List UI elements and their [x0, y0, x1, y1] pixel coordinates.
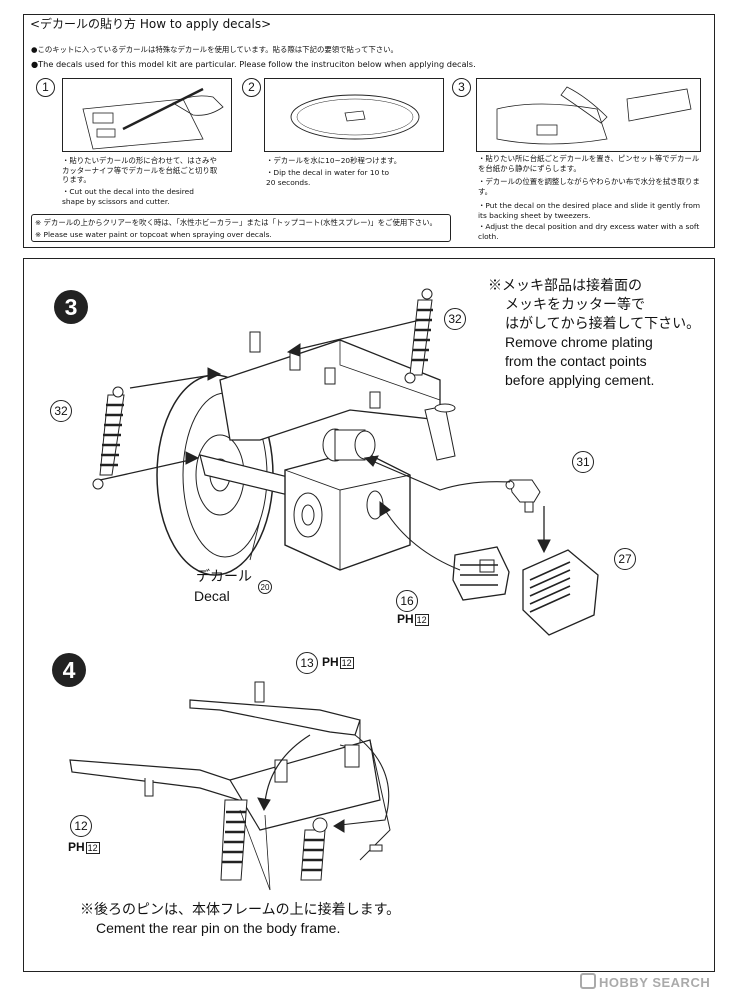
decal-footnote-box — [31, 214, 451, 242]
part-13-bracket — [189, 681, 361, 751]
step-4-arrows — [239, 734, 390, 891]
decal-intro-en: ●The decals used for this model kit are … — [31, 59, 476, 69]
decal-section-title: <デカールの貼り方 How to apply decals> — [30, 17, 272, 31]
decal-intro-jp: ●このキットに入っているデカールは特殊なデカールを使用しています。貼る際は下記の… — [31, 45, 398, 54]
hobby-search-watermark: HOBBY SEARCH — [580, 973, 710, 990]
step-3-note-en-2: from the contact points — [505, 353, 647, 369]
part-32-label-right: 32 — [444, 308, 466, 330]
part-31-label: 31 — [572, 451, 594, 473]
decal-step-3-jp2: ・デカールの位置を調整しながらやわらかい布で水分を拭き取ります。 — [478, 177, 700, 196]
decal-step-1-illustration — [62, 78, 232, 152]
decal-step-3-en2: ・Adjust the decal position and dry exces… — [478, 222, 700, 241]
step-3-note-en-1: Remove chrome plating — [505, 334, 653, 350]
ph-letters: PH — [322, 655, 339, 669]
right-shock-absorber — [404, 288, 433, 384]
decal-20-number: 20 — [258, 580, 272, 594]
ph-letters: PH — [68, 840, 85, 854]
step-3-note-jp-3: はがしてから接着して下さい。 — [505, 315, 701, 331]
assembly-box — [23, 258, 715, 972]
part-13-label: 13 — [296, 652, 318, 674]
decal-step-3-jp: ・貼りたい所に台紙ごとデカールを置き、ピンセット等でデカールを台紙から静かにずら… — [478, 154, 700, 173]
watermark-text: HOBBY SEARCH — [599, 975, 711, 990]
left-shock-absorber — [92, 386, 125, 490]
decal-step-1-en: ・Cut out the decal into the desired shap… — [62, 187, 194, 206]
part-27-label: 27 — [614, 548, 636, 570]
step-4-badge: 4 — [52, 653, 86, 687]
part-16-label: 16 — [396, 590, 418, 612]
part-27-finned-head — [522, 549, 599, 636]
part-12-label: 12 — [70, 815, 92, 837]
part-32-label-left: 32 — [50, 400, 72, 422]
decal-step-1-jp: ・貼りたいデカールの形に合わせて、はさみやカッターナイフ等でデカールを台紙ごと切… — [62, 156, 218, 185]
decal-step-3-en: ・Put the decal on the desired place and … — [478, 201, 701, 220]
decal-callout-en: Decal — [194, 588, 230, 604]
step-3-note-jp-1: ※メッキ部品は接着面の — [488, 277, 642, 293]
decal-footnote-jp: ※ デカールの上からクリアーを吹く時は、「水性ホビーカラー」または「トップコート… — [35, 218, 437, 227]
step-3-note-en-3: before applying cement. — [505, 372, 655, 388]
decal-footnote-en: ※ Please use water paint or topcoat when… — [35, 230, 272, 239]
step-3-drawing — [92, 288, 599, 636]
body-frame — [229, 739, 391, 861]
engine-block — [284, 428, 411, 571]
decal-step-3-illustration — [476, 78, 701, 152]
decal-callout-jp: デカール — [196, 568, 252, 584]
step-4-note-jp: ※後ろのピンは、本体フレームの上に接着します。 — [80, 901, 401, 917]
decal-step-2-en: ・Dip the decal in water for 10 to 20 sec… — [266, 168, 390, 187]
ph-letters: PH — [397, 612, 414, 626]
decal-step-2-illustration — [264, 78, 444, 152]
decal-step-2-number: 2 — [242, 78, 261, 97]
step-3-badge: 3 — [54, 290, 88, 324]
assembly-arrows — [99, 319, 551, 571]
ph-number: 12 — [414, 614, 429, 626]
part-31-elbow — [505, 479, 541, 513]
lower-shocks — [220, 799, 328, 881]
step-4-note-en: Cement the rear pin on the body frame. — [96, 920, 341, 936]
ph-number: 12 — [85, 842, 100, 854]
decal-step-1-number: 1 — [36, 78, 55, 97]
step-4-drawing — [69, 681, 391, 891]
decal-instructions-box — [23, 14, 715, 248]
decal-step-2-jp: ・デカールを水に10~20秒程つけます。 — [266, 156, 402, 165]
step-3-note-jp-2: メッキをカッター等で — [505, 296, 645, 312]
decal-step-3-number: 3 — [452, 78, 471, 97]
part-16-finned-head — [452, 546, 510, 601]
watermark-logo-icon — [580, 973, 596, 989]
ph-number: 12 — [339, 657, 354, 669]
